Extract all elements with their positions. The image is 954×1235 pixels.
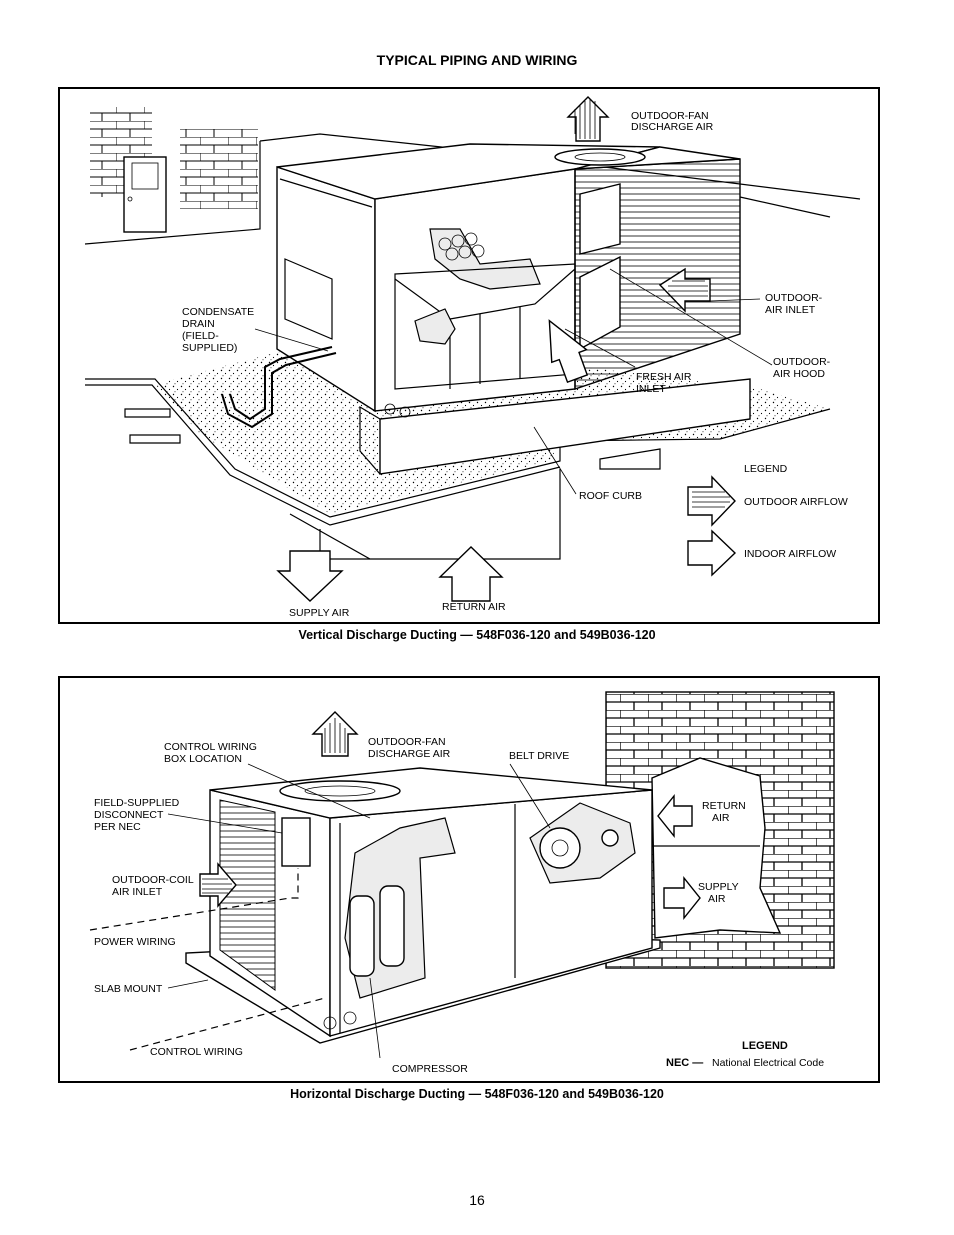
label-outdoor-coil-air-inlet: OUTDOOR-COIL	[112, 874, 194, 886]
legend-outdoor-airflow-arrow	[687, 475, 736, 527]
label-slab-mount: SLAB MOUNT	[94, 983, 163, 995]
building-background	[84, 107, 861, 245]
supply-air-arrow	[663, 876, 701, 920]
page-title: TYPICAL PIPING AND WIRING	[376, 52, 578, 68]
legend-indoor-airflow: INDOOR AIRFLOW	[744, 548, 836, 560]
label-field-supplied-disconnect: FIELD-SUPPLIED	[94, 797, 180, 809]
label-condensate-drain-2: DRAIN	[182, 318, 215, 330]
fresh-air-hood	[579, 255, 621, 351]
leader-lines	[167, 763, 551, 1059]
label-field-supplied-disconnect-3: PER NEC	[94, 821, 141, 833]
label-condensate-drain-4: SUPPLIED)	[182, 342, 237, 354]
horizontal-discharge-figure: CONTROL WIRING BOX LOCATION OUTDOOR-FAN …	[58, 676, 880, 1083]
outdoor-fan-discharge-arrow	[566, 96, 610, 142]
label-outdoor-fan-discharge-2: DISCHARGE AIR	[368, 748, 451, 760]
label-condensate-drain-3: (FIELD-	[182, 330, 219, 342]
label-supply-air: SUPPLY	[698, 881, 739, 893]
label-control-wiring-box-2: BOX LOCATION	[164, 753, 242, 765]
fan-grille-icon	[279, 780, 401, 802]
label-belt-drive: BELT DRIVE	[509, 750, 569, 762]
label-supply-air-2: AIR	[708, 893, 726, 905]
outdoor-air-inlet-arrow	[658, 267, 711, 313]
legend-nec-text: National Electrical Code	[712, 1057, 824, 1069]
page-number: 16	[469, 1192, 485, 1208]
label-roof-curb: ROOF CURB	[579, 490, 642, 502]
duct-opening	[651, 757, 782, 939]
fan-grille-icon	[554, 148, 646, 166]
label-outdoor-air-inlet-2: AIR INLET	[765, 304, 816, 316]
condensate-drain-pipe	[229, 346, 333, 421]
legend-indoor-airflow-arrow	[687, 529, 737, 577]
return-air-arrow	[438, 546, 504, 602]
legend-nec-abbr: NEC —	[666, 1057, 703, 1069]
label-field-supplied-disconnect-2: DISCONNECT	[94, 809, 164, 821]
label-outdoor-air-hood-2: AIR HOOD	[773, 368, 825, 380]
vertical-discharge-figure: OUTDOOR-FAN DISCHARGE AIR CONDENSATE DRA…	[58, 87, 880, 624]
legend-title: LEGEND	[744, 463, 788, 475]
control-wiring-line	[129, 997, 326, 1051]
legend-outdoor-airflow: OUTDOOR AIRFLOW	[744, 496, 848, 508]
label-return-air: RETURN	[702, 800, 746, 812]
label-return-air: RETURN AIR	[442, 601, 506, 613]
label-power-wiring: POWER WIRING	[94, 936, 176, 948]
belt-drive-pulley-icon	[539, 827, 581, 869]
label-supply-air: SUPPLY AIR	[289, 607, 350, 619]
coil-air-inlet-arrow	[199, 862, 237, 908]
rooftop-unit	[221, 143, 741, 429]
control-box-icon	[281, 817, 311, 867]
label-control-wiring: CONTROL WIRING	[150, 1046, 243, 1058]
label-condensate-drain: CONDENSATE	[182, 306, 254, 318]
legend-title: LEGEND	[742, 1040, 788, 1052]
label-outdoor-fan-discharge-2: DISCHARGE AIR	[631, 121, 714, 133]
return-air-arrow	[657, 794, 693, 838]
horizontal-discharge-illustration: CONTROL WIRING BOX LOCATION OUTDOOR-FAN …	[89, 691, 835, 1075]
label-outdoor-air-inlet: OUTDOOR-	[765, 292, 823, 304]
label-outdoor-fan-discharge: OUTDOOR-FAN	[631, 110, 709, 122]
horizontal-unit	[209, 767, 653, 1038]
compressor-icon	[349, 895, 375, 977]
supply-air-arrow	[276, 550, 344, 602]
vertical-discharge-illustration: OUTDOOR-FAN DISCHARGE AIR CONDENSATE DRA…	[84, 96, 861, 619]
figure2-caption: Horizontal Discharge Ducting — 548F036-1…	[290, 1087, 664, 1101]
label-fresh-air-inlet-2: INLET	[636, 383, 666, 395]
roof-curb	[379, 378, 751, 475]
leader-lines	[254, 268, 773, 495]
label-return-air-2: AIR	[712, 812, 730, 824]
label-outdoor-fan-discharge: OUTDOOR-FAN	[368, 736, 446, 748]
label-outdoor-coil-air-inlet-2: AIR INLET	[112, 886, 163, 898]
label-compressor: COMPRESSOR	[392, 1063, 468, 1075]
fresh-air-inlet-arrow	[548, 319, 589, 384]
label-control-wiring-box: CONTROL WIRING	[164, 741, 257, 753]
power-wiring-line	[89, 868, 299, 931]
label-outdoor-air-hood: OUTDOOR-	[773, 356, 831, 368]
figure1-caption: Vertical Discharge Ducting — 548F036-120…	[298, 628, 656, 642]
label-fresh-air-inlet: FRESH AIR	[636, 371, 692, 383]
door-icon	[123, 156, 167, 233]
